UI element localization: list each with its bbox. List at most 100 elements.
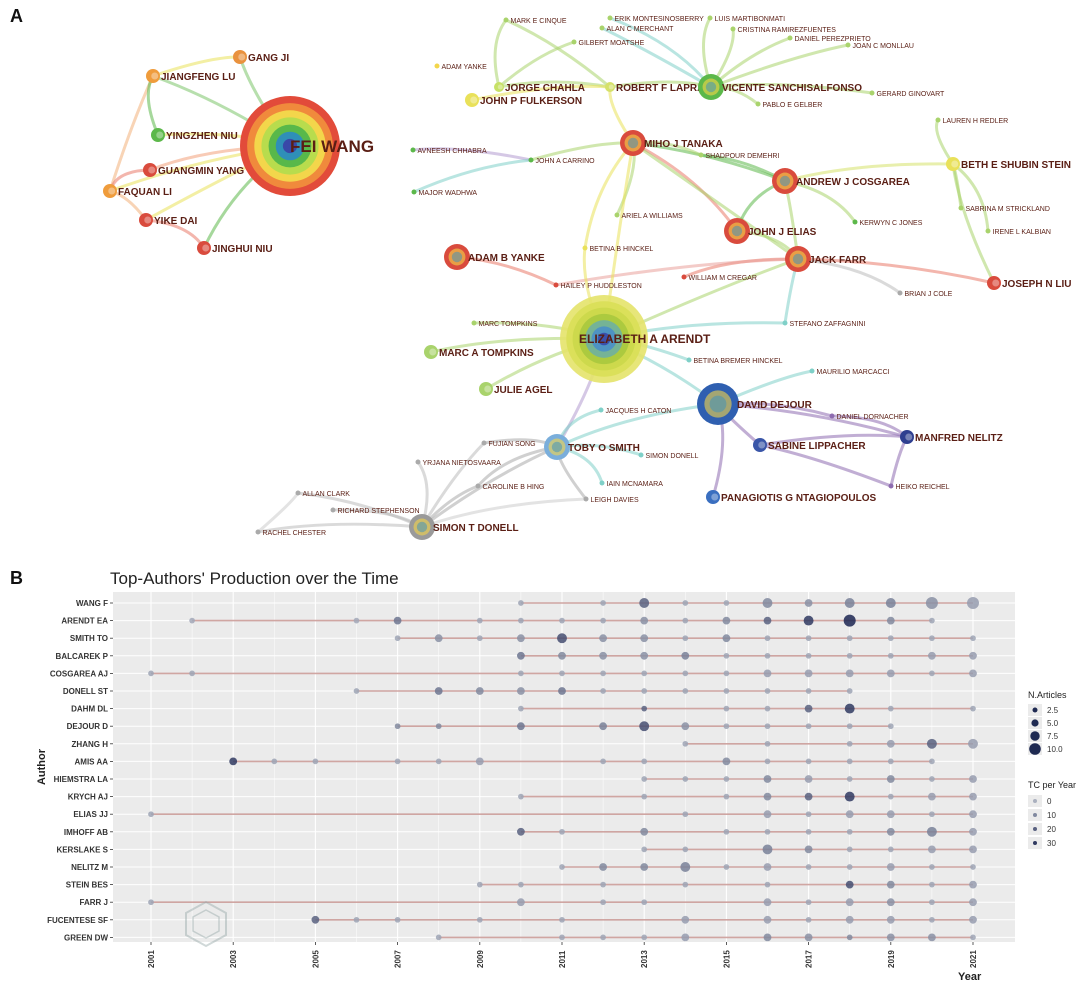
point-donell-st-2013[interactable] [641, 688, 648, 694]
network-node-major-wadhwa[interactable]: MAJOR WADHWA [411, 189, 478, 198]
point-imhoff-ab-2013[interactable] [640, 827, 649, 836]
point-balcarek-p-2018[interactable] [846, 652, 853, 659]
point-elias-jj-2018[interactable] [845, 810, 854, 819]
point-dahm-dl-2010[interactable] [518, 705, 524, 712]
point-krych-aj-2018[interactable] [844, 791, 855, 802]
point-dejour-d-2014[interactable] [681, 722, 690, 731]
network-node-david-dejour[interactable]: DAVID DEJOUR [697, 383, 813, 425]
point-donell-st-2014[interactable] [682, 688, 689, 694]
point-fucentese-sf-2007[interactable] [394, 916, 401, 923]
point-arendt-ea-2009[interactable] [476, 617, 483, 624]
point-imhoff-ab-2020[interactable] [926, 826, 937, 837]
network-node-john-a-carrino[interactable]: JOHN A CARRINO [528, 157, 596, 166]
point-krych-aj-2016[interactable] [763, 792, 772, 801]
point-stein-bes-2009[interactable] [476, 881, 483, 888]
point-dahm-dl-2021[interactable] [970, 705, 976, 712]
point-donell-st-2011[interactable] [558, 687, 566, 695]
point-arendt-ea-2014[interactable] [682, 617, 689, 624]
point-amis-aa-2018[interactable] [846, 758, 853, 765]
point-arendt-ea-2019[interactable] [886, 616, 895, 625]
point-balcarek-p-2015[interactable] [723, 652, 730, 659]
point-wang-f-2015[interactable] [723, 600, 730, 606]
point-nelitz-m-2011[interactable] [559, 864, 565, 870]
network-node-alan-c-merchant[interactable]: ALAN C MERCHANT [599, 25, 675, 34]
point-donell-st-2006[interactable] [353, 688, 360, 694]
point-green-dw-2014[interactable] [681, 933, 690, 942]
point-kerslake-s-2021[interactable] [969, 845, 977, 854]
network-node-daniel-dornacher[interactable]: DANIEL DORNACHER [829, 413, 909, 422]
network-node-guangmin-yang[interactable]: GUANGMIN YANG [143, 163, 244, 177]
point-farr-j-2019[interactable] [886, 898, 895, 907]
network-node-lauren-h-redler[interactable]: LAUREN H REDLER [935, 117, 1009, 126]
network-node-toby-o-smith[interactable]: TOBY O SMITH [544, 434, 640, 460]
point-elias-jj-2019[interactable] [886, 810, 895, 819]
point-fucentese-sf-2009[interactable] [476, 916, 483, 923]
point-fucentese-sf-2011[interactable] [559, 916, 565, 923]
point-cosgarea-aj-2002[interactable] [189, 670, 195, 677]
point-hiemstra-la-2016[interactable] [763, 775, 772, 783]
network-node-fujian-song[interactable]: FUJIAN SONG [481, 440, 536, 449]
point-farr-j-2012[interactable] [600, 899, 606, 906]
point-dahm-dl-2016[interactable] [764, 705, 771, 712]
network-node-rachel-chester[interactable]: RACHEL CHESTER [255, 529, 327, 538]
network-node-gilbert-moatshe[interactable]: GILBERT MOATSHE [571, 39, 645, 48]
network-node-brian-j-cole[interactable]: BRIAN J COLE [897, 290, 953, 299]
point-cosgarea-aj-2011[interactable] [559, 670, 565, 677]
point-kerslake-s-2016[interactable] [762, 844, 773, 855]
point-green-dw-2019[interactable] [886, 933, 895, 942]
point-dahm-dl-2019[interactable] [887, 705, 894, 712]
point-wang-f-2021[interactable] [967, 597, 979, 609]
point-green-dw-2011[interactable] [559, 934, 565, 941]
point-cosgarea-aj-2019[interactable] [886, 669, 895, 678]
point-fucentese-sf-2020[interactable] [929, 916, 935, 923]
point-smith-to-2018[interactable] [846, 635, 853, 642]
point-farr-j-2018[interactable] [845, 898, 854, 907]
point-stein-bes-2018[interactable] [845, 880, 854, 889]
network-node-mark-e-cinque[interactable]: MARK E CINQUE [503, 17, 567, 26]
point-smith-to-2015[interactable] [722, 634, 731, 643]
point-krych-aj-2017[interactable] [804, 792, 813, 801]
point-amis-aa-2017[interactable] [805, 758, 812, 765]
point-cosgarea-aj-2014[interactable] [682, 670, 689, 677]
point-kerslake-s-2020[interactable] [928, 845, 936, 854]
point-wang-f-2017[interactable] [804, 599, 813, 607]
point-zhang-h-2019[interactable] [886, 739, 895, 748]
point-imhoff-ab-2019[interactable] [886, 827, 895, 836]
point-zhang-h-2018[interactable] [846, 740, 853, 747]
point-amis-aa-2004[interactable] [271, 758, 278, 765]
point-zhang-h-2014[interactable] [682, 740, 689, 747]
point-donell-st-2009[interactable] [475, 687, 484, 695]
network-node-robert-f-laprade[interactable]: ROBERT F LAPRADE [605, 82, 719, 94]
network-node-joan-c-monllau[interactable]: JOAN C MONLLAU [845, 42, 914, 51]
network-node-yike-dai[interactable]: YIKE DAI [139, 213, 198, 227]
point-imhoff-ab-2015[interactable] [723, 828, 730, 835]
point-arendt-ea-2011[interactable] [559, 617, 565, 624]
point-green-dw-2020[interactable] [928, 933, 936, 942]
point-zhang-h-2020[interactable] [926, 738, 937, 749]
point-krych-aj-2015[interactable] [723, 793, 730, 800]
network-node-julie-agel[interactable]: JULIE AGEL [479, 382, 553, 396]
point-elias-jj-2017[interactable] [805, 811, 812, 818]
point-arendt-ea-2018[interactable] [843, 614, 856, 627]
point-donell-st-2012[interactable] [600, 688, 606, 694]
network-node-jinghui-niu[interactable]: JINGHUI NIU [197, 241, 273, 255]
network-node-john-j-elias[interactable]: JOHN J ELIAS [724, 218, 817, 244]
network-node-beth-e-shubin-stein[interactable]: BETH E SHUBIN STEIN [946, 157, 1071, 171]
point-krych-aj-2010[interactable] [518, 793, 524, 800]
point-cosgarea-aj-2013[interactable] [641, 670, 648, 677]
point-hiemstra-la-2015[interactable] [723, 776, 730, 782]
point-dejour-d-2008[interactable] [435, 723, 442, 730]
point-imhoff-ab-2011[interactable] [559, 828, 565, 835]
point-wang-f-2013[interactable] [639, 598, 650, 608]
point-elias-jj-2021[interactable] [969, 810, 977, 819]
point-donell-st-2017[interactable] [805, 688, 812, 694]
point-smith-to-2008[interactable] [434, 634, 443, 643]
network-node-jack-farr[interactable]: JACK FARR [785, 246, 867, 272]
point-balcarek-p-2014[interactable] [681, 651, 690, 660]
point-kerslake-s-2014[interactable] [682, 846, 689, 853]
point-smith-to-2016[interactable] [764, 635, 771, 642]
point-green-dw-2018[interactable] [846, 934, 853, 941]
point-dejour-d-2010[interactable] [517, 722, 525, 731]
point-amis-aa-2005[interactable] [312, 758, 319, 765]
point-nelitz-m-2019[interactable] [886, 863, 895, 871]
